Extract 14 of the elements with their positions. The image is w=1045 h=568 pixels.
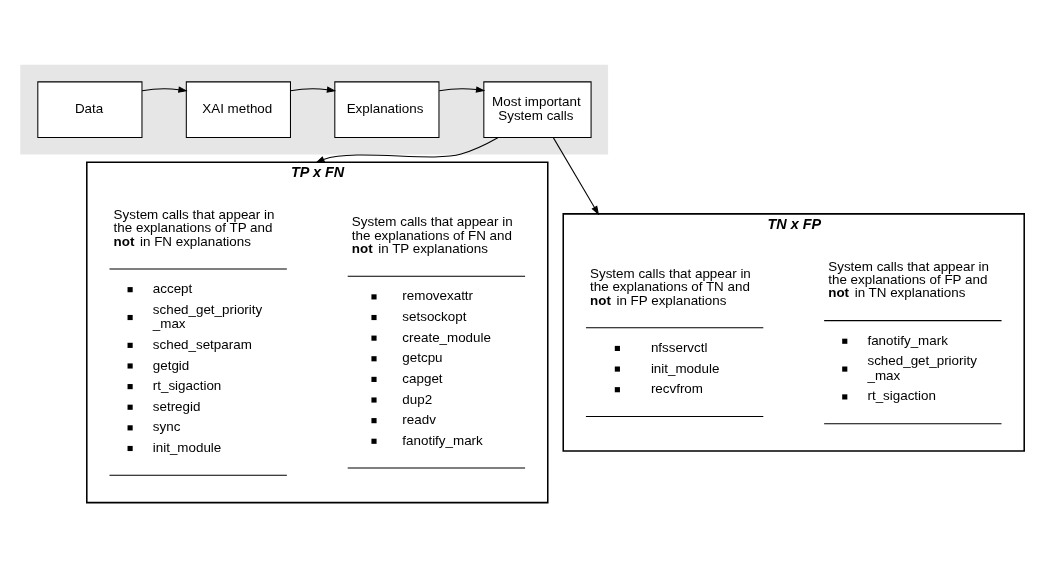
arrow [552, 137, 600, 216]
node-text: System calls that appear in the explanations of TP and not in FN explanations accept sched_get_priority _max sched_setparam getgid rt_sigaction setregid sync init_module [113, 206, 275, 455]
arrow [141, 86, 188, 93]
cluster [20, 64, 609, 155]
arrow [290, 86, 337, 93]
node-text: System calls that appear in the explanations of TN and not in FP explanations nfsservctl init_module recvfrom [590, 265, 751, 397]
arrow [438, 86, 486, 93]
node-box: Explanations [334, 81, 440, 139]
arrow [315, 137, 499, 163]
node-text: System calls that appear in the explanations of FP and not in TN explanations fanotify_mark sched_get_priority _max rt_sigaction [828, 258, 990, 404]
node-box: Most important System calls [483, 81, 592, 139]
node-text: System calls that appear in the explanations of FN and not in TP explanations removexattr setsockopt create_module getcpu capget dup2 readv fanotify_mark [351, 214, 513, 448]
node-box: XAI method [185, 81, 291, 139]
node-box: Data [37, 81, 143, 139]
